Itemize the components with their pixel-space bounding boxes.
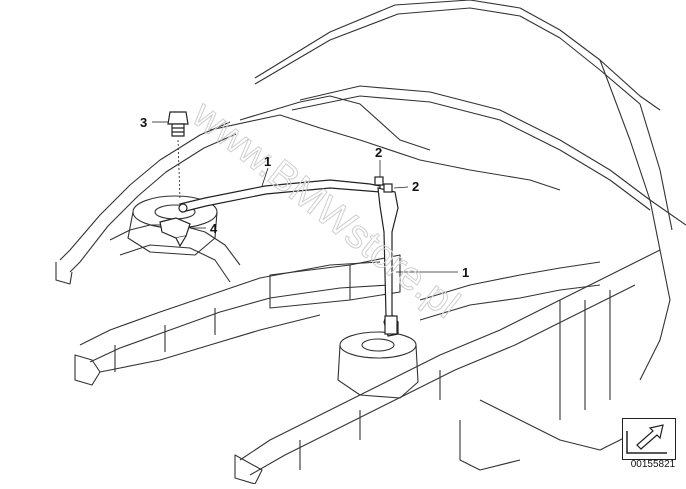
bolt-head [167,111,189,125]
watermark: www.BMWstore.pl [184,92,468,327]
callout-2-right: 2 [412,179,419,194]
view-arrow-icon [626,424,667,454]
strut-brace-parts [159,111,399,337]
callout-2-upper: 2 [375,145,382,160]
callout-labels: 3 1 2 2 1 4 [140,115,469,280]
diagram-number: 00155821 [630,459,676,470]
nut-upper [374,176,384,186]
brace-end-left [178,203,188,213]
brace-end-bottom [384,315,398,335]
view-direction-badge [622,418,676,460]
leader-lines [152,121,458,273]
bracket-part [159,217,191,239]
callout-1-vertical: 1 [462,265,469,280]
nut-right [383,183,393,193]
strut-brace-vertical [377,187,399,337]
callout-1-horizontal: 1 [264,154,271,169]
car-body-shell [55,0,686,485]
callout-4: 4 [210,221,218,236]
bolt-shank [171,123,185,137]
callout-3: 3 [140,115,147,130]
